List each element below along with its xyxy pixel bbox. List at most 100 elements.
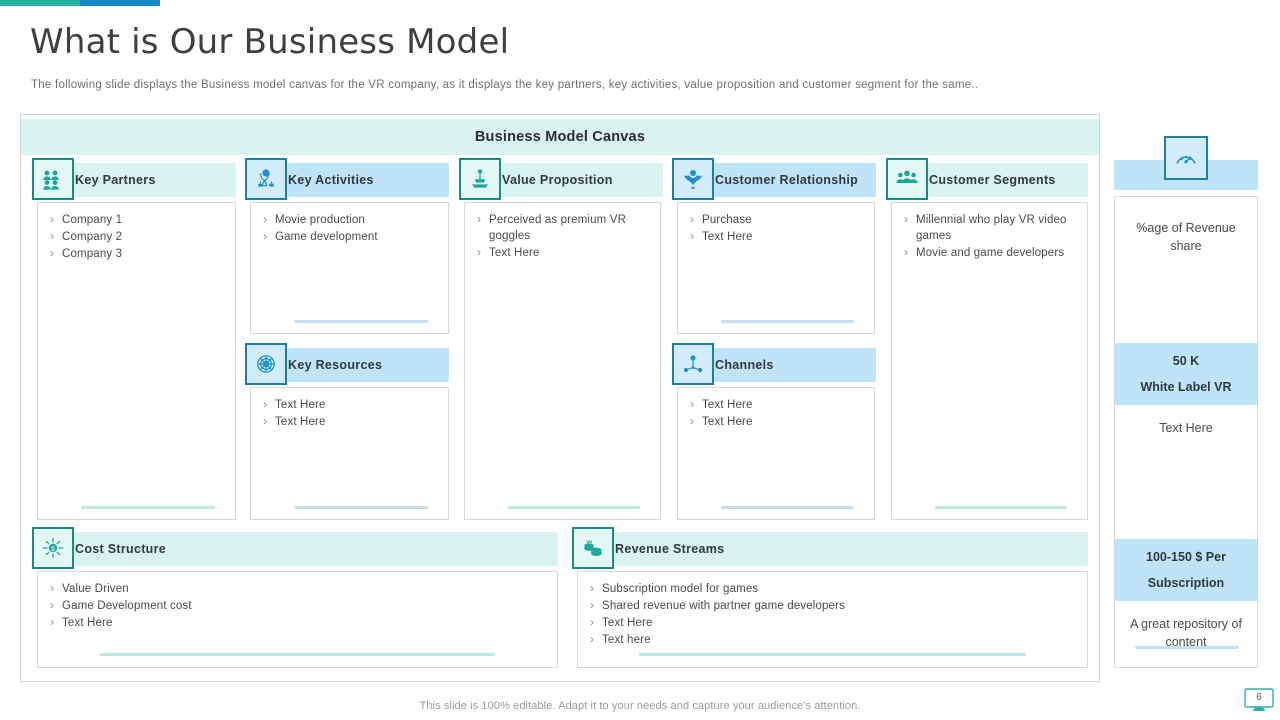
block-header-key-resources[interactable]: Key Resources bbox=[245, 343, 449, 385]
resources-icon bbox=[245, 343, 287, 385]
list-item: Value Driven bbox=[50, 580, 547, 597]
content-key-partners: Company 1 Company 2 Company 3 bbox=[37, 202, 236, 520]
cost-structure-label: Cost Structure bbox=[75, 542, 167, 556]
channels-list: Text Here Text Here bbox=[690, 396, 864, 430]
side-panel: %age of Revenue share 50 K White Label V… bbox=[1114, 196, 1258, 668]
list-item: Millennial who play VR video games bbox=[904, 211, 1077, 244]
gauge-icon bbox=[1164, 136, 1208, 180]
content-cost-structure: Value Driven Game Development cost Text … bbox=[37, 571, 558, 668]
list-item: Text Here bbox=[690, 413, 864, 430]
customer-relationship-list: Purchase Text Here bbox=[690, 211, 864, 245]
list-item: Game development bbox=[263, 228, 438, 245]
list-item: Game Development cost bbox=[50, 597, 547, 614]
footer-note: This slide is 100% editable. Adapt it to… bbox=[419, 700, 861, 712]
side-section-subscription: Subscription bbox=[1115, 569, 1257, 601]
value-proposition-label: Value Proposition bbox=[502, 173, 613, 187]
block-header-key-partners[interactable]: Key Partners bbox=[32, 158, 236, 200]
list-item: Text Here bbox=[50, 614, 547, 631]
page-number: 6 bbox=[1256, 691, 1262, 703]
key-resources-list: Text Here Text Here bbox=[263, 396, 438, 430]
key-partners-band: Key Partners bbox=[53, 163, 236, 197]
list-item: Company 3 bbox=[50, 245, 225, 262]
block-header-cost-structure[interactable]: Cost Structure $ bbox=[32, 527, 558, 569]
content-value-proposition: Perceived as premium VR goggles Text Her… bbox=[464, 202, 661, 520]
relationship-icon bbox=[672, 158, 714, 200]
list-item: Company 1 bbox=[50, 211, 225, 228]
channels-icon bbox=[672, 343, 714, 385]
block-header-customer-segments[interactable]: Customer Segments bbox=[886, 158, 1088, 200]
block-header-customer-relationship[interactable]: Customer Relationship bbox=[672, 158, 876, 200]
content-customer-segments: Millennial who play VR video games Movie… bbox=[891, 202, 1088, 520]
content-customer-relationship: Purchase Text Here bbox=[677, 202, 875, 334]
accent-line bbox=[100, 653, 495, 656]
list-item: Company 2 bbox=[50, 228, 225, 245]
list-item: Text here bbox=[590, 631, 1077, 648]
side-section-50k: 50 K bbox=[1115, 343, 1257, 373]
cost-structure-list: Value Driven Game Development cost Text … bbox=[50, 580, 547, 631]
revenue-streams-list: Subscription model for games Shared reve… bbox=[590, 580, 1077, 648]
content-key-resources: Text Here Text Here bbox=[250, 387, 449, 520]
customer-segments-label: Customer Segments bbox=[929, 173, 1056, 187]
content-channels: Text Here Text Here bbox=[677, 387, 875, 520]
value-proposition-list: Perceived as premium VR goggles Text Her… bbox=[477, 211, 650, 261]
list-item: Shared revenue with partner game develop… bbox=[590, 597, 1077, 614]
activities-icon bbox=[245, 158, 287, 200]
list-item: Text Here bbox=[690, 396, 864, 413]
key-partners-list: Company 1 Company 2 Company 3 bbox=[50, 211, 225, 262]
top-accent-teal bbox=[0, 0, 80, 6]
accent-line bbox=[934, 506, 1068, 509]
side-section-text-here: Text Here bbox=[1159, 421, 1213, 435]
accent-line bbox=[81, 506, 216, 509]
accent-line bbox=[294, 320, 429, 323]
content-key-activities: Movie production Game development bbox=[250, 202, 449, 334]
revenue-streams-label: Revenue Streams bbox=[615, 542, 725, 556]
block-header-channels[interactable]: Channels bbox=[672, 343, 876, 385]
accent-line bbox=[1135, 646, 1239, 649]
list-item: Movie production bbox=[263, 211, 438, 228]
list-item: Purchase bbox=[690, 211, 864, 228]
key-resources-label: Key Resources bbox=[288, 358, 383, 372]
list-item: Text Here bbox=[590, 614, 1077, 631]
customer-relationship-band: Customer Relationship bbox=[693, 163, 876, 197]
side-section-price: 100-150 $ Per bbox=[1115, 539, 1257, 569]
top-accent-blue bbox=[80, 0, 160, 6]
customer-segments-list: Millennial who play VR video games Movie… bbox=[904, 211, 1077, 261]
key-activities-label: Key Activities bbox=[288, 173, 374, 187]
key-resources-band: Key Resources bbox=[266, 348, 449, 382]
channels-band: Channels bbox=[693, 348, 876, 382]
list-item: Text Here bbox=[263, 396, 438, 413]
page-title: What is Our Business Model bbox=[30, 22, 510, 62]
top-accent-bar bbox=[0, 0, 160, 6]
value-proposition-band: Value Proposition bbox=[480, 163, 663, 197]
list-item: Text Here bbox=[263, 413, 438, 430]
customer-relationship-label: Customer Relationship bbox=[715, 173, 859, 187]
accent-line bbox=[639, 653, 1026, 656]
svg-text:$: $ bbox=[51, 546, 55, 553]
segments-icon bbox=[886, 158, 928, 200]
cost-icon: $ bbox=[32, 527, 74, 569]
side-section-revenue-share: %age of Revenue share bbox=[1136, 221, 1236, 253]
side-section-white-label: White Label VR bbox=[1115, 373, 1257, 405]
list-item: Text Here bbox=[690, 228, 864, 245]
accent-line bbox=[721, 506, 855, 509]
key-activities-list: Movie production Game development bbox=[263, 211, 438, 245]
key-activities-band: Key Activities bbox=[266, 163, 449, 197]
customer-segments-band: Customer Segments bbox=[907, 163, 1088, 197]
channels-label: Channels bbox=[715, 358, 774, 372]
block-header-revenue-streams[interactable]: Revenue Streams bbox=[572, 527, 1088, 569]
list-item: Movie and game developers bbox=[904, 244, 1077, 261]
accent-line bbox=[507, 506, 641, 509]
revenue-icon bbox=[572, 527, 614, 569]
accent-line bbox=[294, 506, 429, 509]
content-revenue-streams: Subscription model for games Shared reve… bbox=[577, 571, 1088, 668]
page-subtitle: The following slide displays the Busines… bbox=[31, 79, 979, 91]
partners-icon bbox=[32, 158, 74, 200]
block-header-value-proposition[interactable]: Value Proposition bbox=[459, 158, 663, 200]
key-partners-label: Key Partners bbox=[75, 173, 156, 187]
accent-line bbox=[721, 320, 855, 323]
list-item: Subscription model for games bbox=[590, 580, 1077, 597]
side-section-repository: A great repository of content bbox=[1130, 617, 1242, 649]
list-item: Text Here bbox=[477, 244, 650, 261]
block-header-key-activities[interactable]: Key Activities bbox=[245, 158, 449, 200]
page-number-badge: 6 bbox=[1244, 688, 1274, 712]
